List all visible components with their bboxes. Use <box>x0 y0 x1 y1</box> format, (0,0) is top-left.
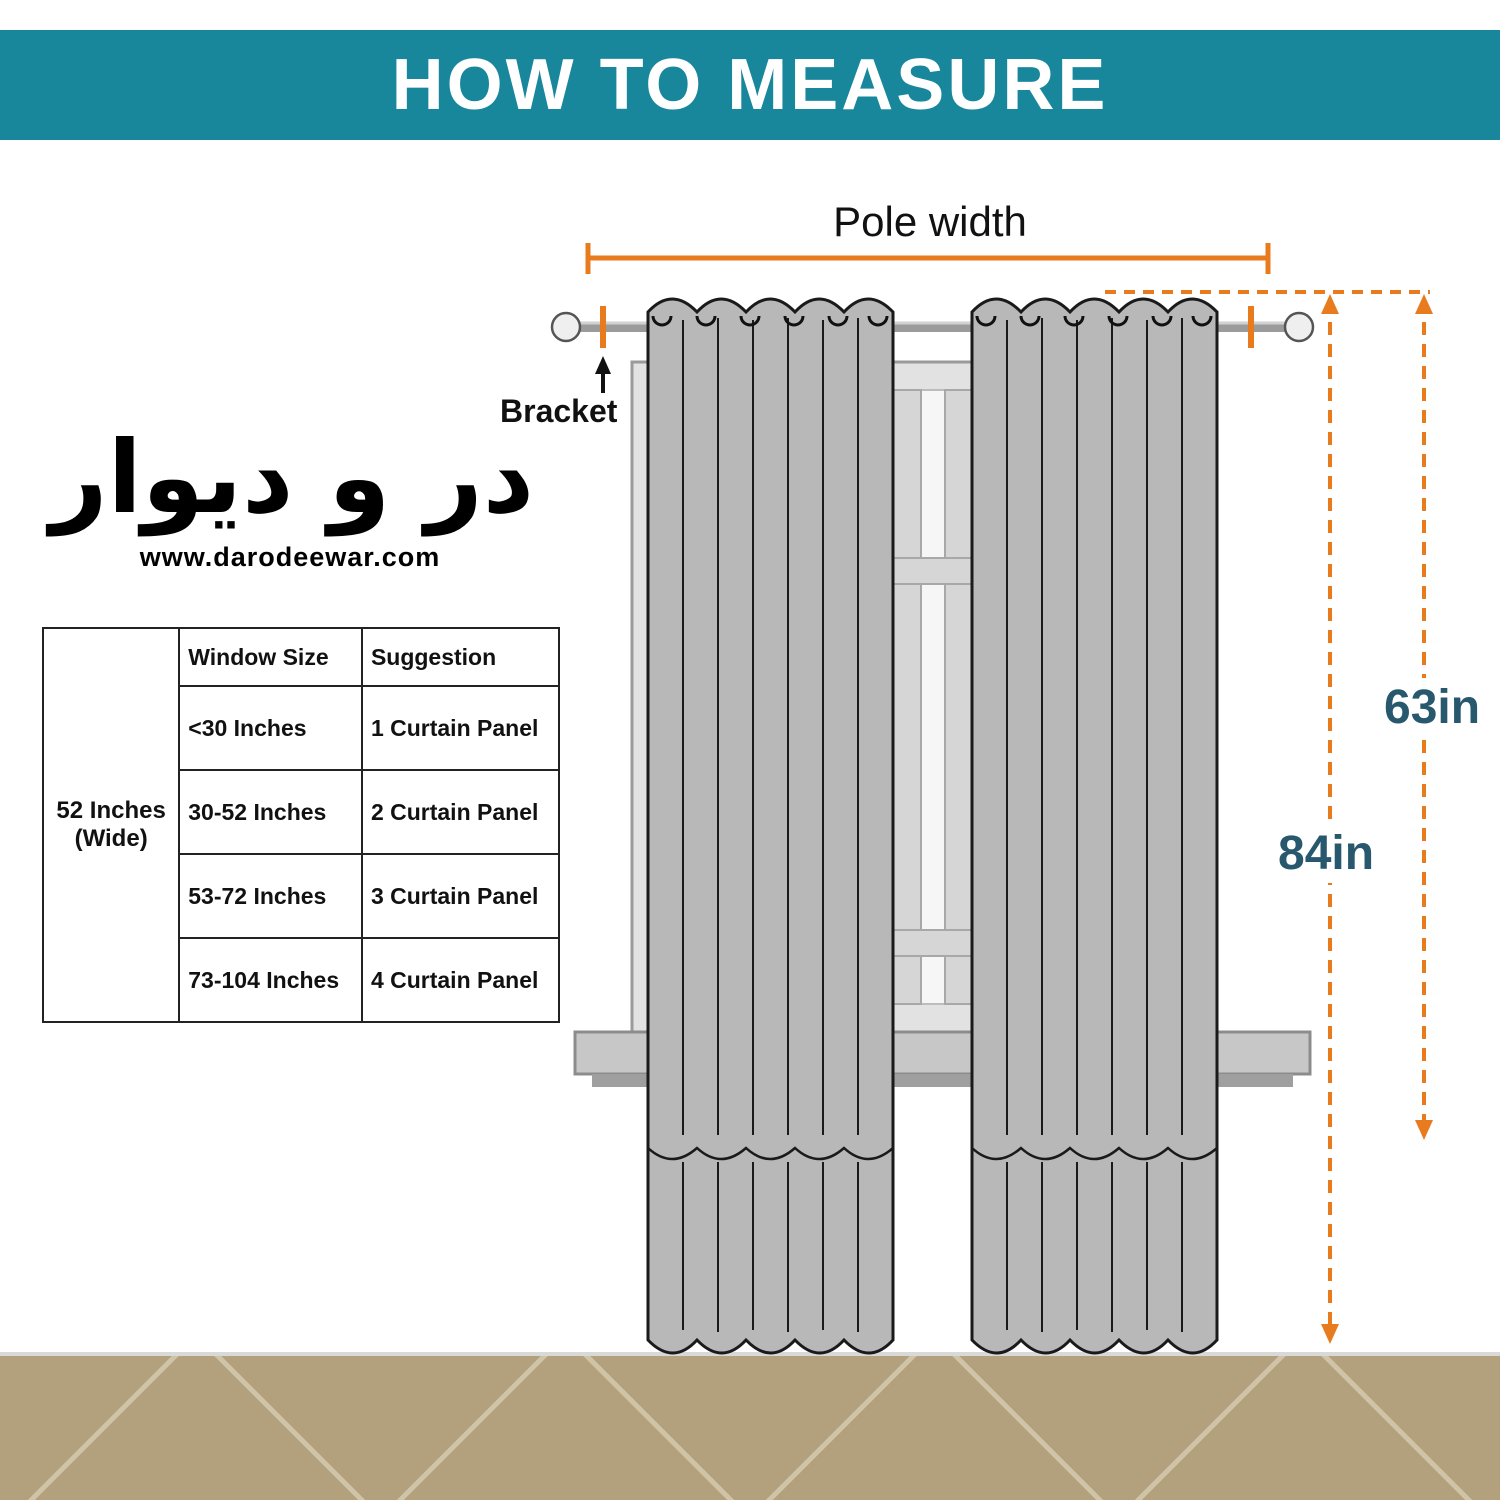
fold-lines-right <box>1006 318 1183 1332</box>
finial-left <box>550 311 582 343</box>
suggestion-value: 4 Curtain Panel <box>360 937 561 1023</box>
table-header-row: 52 Inches (Wide) Window Size Suggestion <box>41 627 561 1023</box>
bracket-right <box>1248 306 1254 348</box>
hem-wave-right <box>971 1146 1218 1161</box>
table-row: 53-72 Inches 3 Curtain Panel <box>43 853 561 939</box>
tiled-floor <box>0 1352 1500 1500</box>
logo-calligraphy: در و دیوار <box>50 419 535 536</box>
window-size-value: 53-72 Inches <box>178 853 363 939</box>
suggestion-value: 2 Curtain Panel <box>360 769 561 855</box>
bracket-label: Bracket <box>500 393 618 429</box>
size-suggestion-table: 52 Inches (Wide) Window Size Suggestion … <box>41 627 561 1023</box>
curtain-hooks-left <box>651 315 889 327</box>
window-size-value: 73-104 Inches <box>178 937 363 1023</box>
suggestion-value: 3 Curtain Panel <box>360 853 561 939</box>
table-width-cell: 52 Inches (Wide) <box>41 627 181 1023</box>
table-row: 73-104 Inches 4 Curtain Panel <box>43 937 561 1023</box>
curtain-hooks-right <box>975 315 1213 327</box>
header-banner: HOW TO MEASURE <box>0 30 1500 140</box>
suggestion-value: 1 Curtain Panel <box>360 685 561 771</box>
pole-width-label: Pole width <box>833 198 1027 245</box>
window-size-value: 30-52 Inches <box>178 769 363 855</box>
table-row: 30-52 Inches 2 Curtain Panel <box>43 769 561 855</box>
curtain-panel-left <box>646 297 895 1355</box>
column-header-suggestion: Suggestion <box>360 627 561 687</box>
length-63-label: 63in <box>1378 678 1487 737</box>
column-header-window-size: Window Size <box>178 627 363 687</box>
hem-wave-left <box>647 1146 894 1161</box>
logo-website: www.darodeewar.com <box>139 542 441 572</box>
curtain-panel-right <box>970 297 1219 1355</box>
length-84-label: 84in <box>1272 824 1381 883</box>
pole-width-measure-line <box>585 243 1271 274</box>
page-title: HOW TO MEASURE <box>391 45 1109 125</box>
measure-line-63in <box>1415 294 1433 1140</box>
table-row: <30 Inches 1 Curtain Panel <box>43 685 561 771</box>
fold-lines-left <box>682 318 859 1332</box>
window-size-value: <30 Inches <box>178 685 363 771</box>
brand-logo: در و دیوار www.darodeewar.com <box>50 408 535 573</box>
finial-right <box>1283 311 1315 343</box>
bracket-left <box>600 306 606 348</box>
measure-line-84in <box>1321 294 1339 1344</box>
bracket-arrow <box>595 356 611 393</box>
